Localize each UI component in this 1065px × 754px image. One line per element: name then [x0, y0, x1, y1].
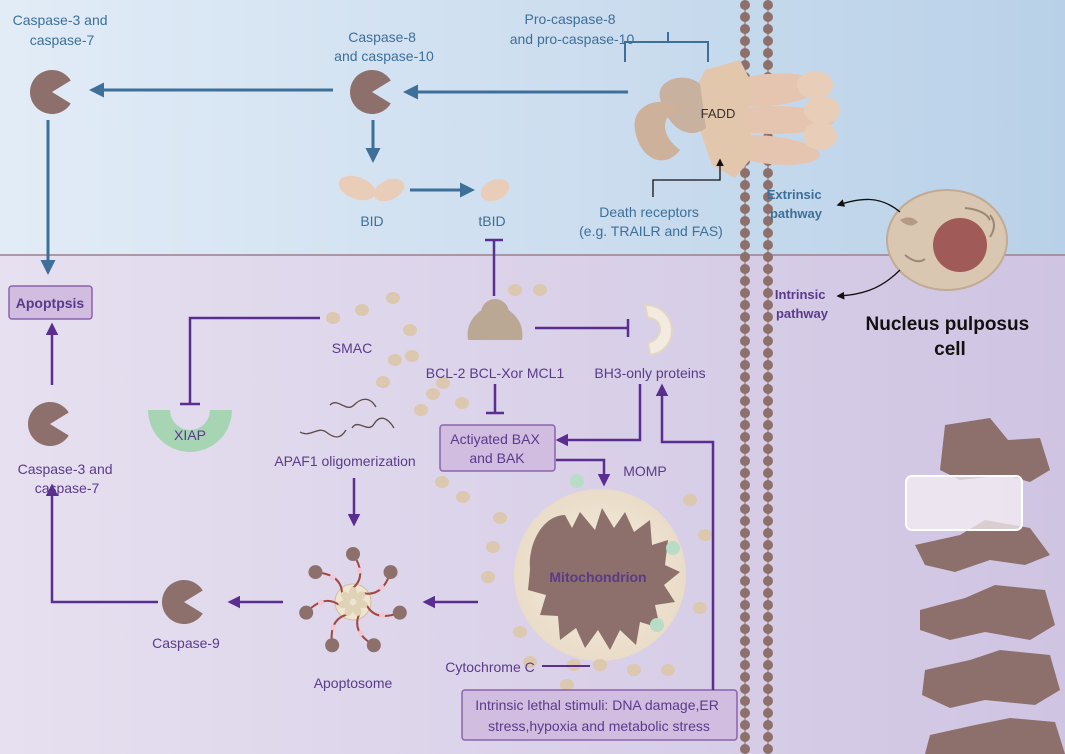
- cytochrome-c-molecules: [435, 476, 712, 691]
- bcl2-icon: [467, 299, 523, 340]
- svg-text:Nucleus pulposus cell: Nucleus pulposus cell: [866, 314, 1035, 360]
- smac-bead: [388, 354, 402, 366]
- svg-text:Cytochrome C: Cytochrome C: [445, 659, 534, 675]
- svg-text:BH3-only proteins: BH3-only proteins: [594, 365, 705, 381]
- nucleus-pulposus-cell-icon: [886, 189, 1008, 291]
- cytochrome-c-dot: [456, 491, 470, 503]
- cytochrome-c-dot: [593, 659, 607, 671]
- cytochrome-c-dot: [493, 512, 507, 524]
- smac-bead: [533, 284, 547, 296]
- cytochrome-c-dot: [661, 664, 675, 676]
- svg-text:Intrinsic lethal stimuli: DNA: Intrinsic lethal stimuli: DNA damage,ER …: [475, 697, 722, 734]
- smac-bead: [414, 404, 428, 416]
- smac-bead: [386, 292, 400, 304]
- smac-bead: [403, 324, 417, 336]
- caspase-9-icon: [162, 580, 203, 624]
- cytochrome-c-dot: [435, 476, 449, 488]
- activated-bax-bak-box: [439, 424, 556, 472]
- intrinsic-stimuli-box: [461, 689, 738, 741]
- cytochrome-c-dot: [481, 571, 495, 583]
- smac-bead: [326, 312, 340, 324]
- cytochrome-c-dot: [683, 494, 697, 506]
- svg-text:Apoptosome: Apoptosome: [314, 675, 393, 691]
- intrinsic-region: [0, 255, 1065, 754]
- tbid-icon: [480, 178, 510, 202]
- cytochrome-c-dot: [698, 529, 712, 541]
- apoptosome-icon: [299, 547, 407, 653]
- cytochrome-c-dot: [513, 626, 527, 638]
- svg-text:FADD: FADD: [701, 106, 736, 121]
- caspase-8-10-icon: [350, 70, 391, 114]
- smac-bead: [426, 388, 440, 400]
- svg-text:Death receptors (e.g. TRAI: Death receptors (e.g. TRAILR and FAS): [579, 204, 723, 239]
- svg-text:BCL-2 BCL-Xor MCL1: BCL-2 BCL-Xor MCL1: [426, 365, 565, 381]
- extrinsic-region: [0, 0, 1065, 255]
- bid-icon: [338, 175, 405, 202]
- death-receptor-complex: [634, 60, 840, 178]
- svg-text:Apoptpsis: Apoptpsis: [16, 295, 85, 311]
- svg-text:BID: BID: [360, 213, 383, 229]
- cytochrome-c-dot: [523, 656, 537, 668]
- svg-text:Mitochondrion: Mitochondrion: [549, 569, 646, 585]
- spine-illustration: [915, 418, 1065, 754]
- cytochrome-c-dot: [693, 602, 707, 614]
- cytochrome-c-dot: [560, 679, 574, 691]
- apoptosis-box: [8, 285, 93, 320]
- svg-text:MOMP: MOMP: [623, 463, 667, 479]
- smac-bead: [508, 284, 522, 296]
- cytochrome-c-dot: [627, 664, 641, 676]
- xiap-icon: [148, 410, 232, 452]
- cytochrome-c-dot: [486, 541, 500, 553]
- svg-text:tBID: tBID: [478, 213, 505, 229]
- smac-bead: [436, 377, 450, 389]
- svg-text:Extrinsic pathway: Extrinsic pathway: [767, 187, 826, 221]
- smac-bead: [405, 350, 419, 362]
- svg-text:XIAP: XIAP: [174, 427, 206, 443]
- smac-bead: [455, 397, 469, 409]
- caspase-3-7-top-icon: [30, 70, 71, 115]
- svg-text:Caspase-9: Caspase-9: [152, 635, 220, 651]
- smac-bead: [376, 376, 390, 388]
- bh3-only-proteins-icon: [643, 303, 673, 357]
- svg-text:SMAC: SMAC: [332, 340, 372, 356]
- svg-text:Actiyated BAX and BAK: Actiyated BAX and BAK: [450, 431, 543, 466]
- apaf1-fibers: [299, 398, 395, 438]
- svg-text:Caspase-8 and caspase-10: Caspase-8 and caspase-10: [334, 29, 434, 64]
- smac-molecules: [326, 284, 547, 416]
- svg-text:Caspase-3 and caspase-7: Caspase-3 and caspase-7: [13, 12, 112, 48]
- svg-text:Pro-caspase-8 and pro-casp: Pro-caspase-8 and pro-caspase-10: [510, 11, 635, 47]
- svg-text:APAF1 oligomerization: APAF1 oligomerization: [274, 453, 415, 469]
- smac-bead: [355, 304, 369, 316]
- svg-text:Caspase-3 and caspase-7: Caspase-3 and caspase-7: [18, 461, 117, 496]
- caspase-3-7-bottom-icon: [27, 402, 69, 447]
- svg-text:Intrinsic pathway: Intrinsic pathway: [775, 287, 829, 321]
